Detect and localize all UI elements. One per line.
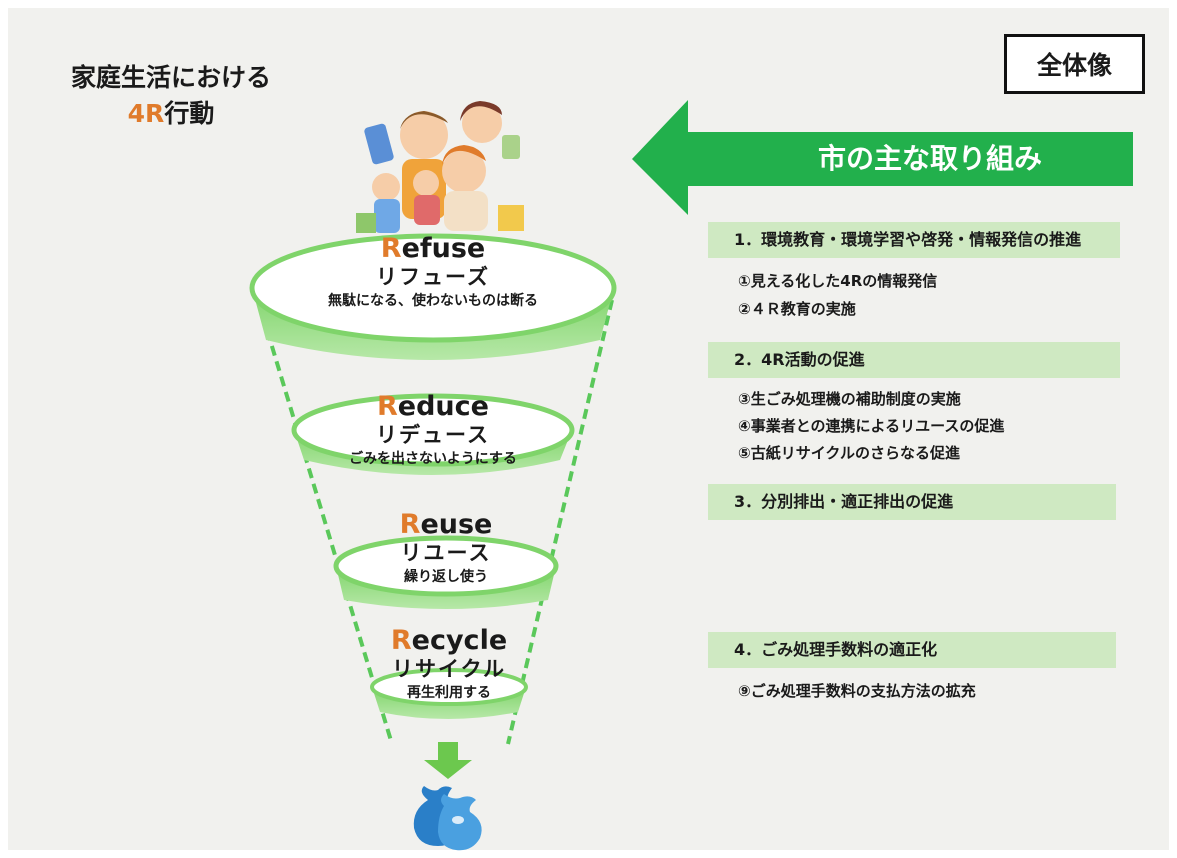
section-2-item-3: ⑤古紙リサイクルのさらなる促進	[738, 444, 960, 462]
title-line2: 4R行動	[36, 96, 306, 132]
stage-ja: リデュース	[376, 423, 490, 447]
stage-desc: 再生利用する	[407, 685, 491, 701]
stage-reduce: Reduce リデュース ごみを出さないようにする	[303, 392, 563, 470]
section-4-item-1: ⑨ごみ処理手数料の支払方法の拡充	[738, 682, 976, 700]
stage-refuse: Refuse リフューズ 無駄になる、使わないものは断る	[283, 234, 583, 312]
garbage-bag-icon	[413, 786, 482, 851]
stage-desc: 繰り返し使う	[404, 569, 488, 585]
title-line1: 家庭生活における	[70, 63, 271, 92]
section-1-item-1: ①見える化した4Rの情報発信	[738, 272, 938, 290]
stage-reuse: Reuse リユース 繰り返し使う	[336, 510, 556, 588]
stage-desc: ごみを出さないようにする	[349, 451, 517, 467]
section-2-item-1: ③生ごみ処理機の補助制度の実施	[738, 390, 961, 408]
stage-desc: 無駄になる、使わないものは断る	[328, 293, 538, 309]
left-arrow-shape	[632, 100, 1133, 215]
section-1-item-2: ②４Ｒ教育の実施	[738, 300, 856, 318]
overview-box: 全体像	[1004, 34, 1145, 94]
title-line2-rest: 行動	[164, 99, 215, 128]
stage-title: Reduce	[377, 391, 489, 422]
section-1-bar: 1．環境教育・環境学習や啓発・情報発信の推進	[708, 222, 1120, 258]
section-3-bar: 3．分別排出・適正排出の促進	[708, 484, 1116, 520]
stage-ja: リフューズ	[376, 265, 490, 289]
section-4-bar: 4．ごみ処理手数料の適正化	[708, 632, 1116, 668]
stage-title: Reuse	[399, 509, 493, 540]
stage-ja: リユース	[400, 541, 492, 565]
down-arrow-icon	[424, 742, 472, 779]
page-title: 家庭生活における 4R行動	[36, 60, 306, 132]
section-2-bar: 2．4R活動の促進	[708, 342, 1120, 378]
stage-ja: リサイクル	[392, 657, 506, 681]
arrow-label: 市の主な取り組み	[817, 142, 1042, 175]
stage-title: Recycle	[390, 625, 508, 656]
section-2-item-2: ④事業者との連携によるリユースの促進	[738, 417, 1005, 435]
stage-recycle: Recycle リサイクル 再生利用する	[349, 626, 549, 704]
stage-title: Refuse	[380, 233, 486, 264]
family-illustration	[356, 101, 524, 233]
title-accent: 4R	[127, 99, 165, 128]
